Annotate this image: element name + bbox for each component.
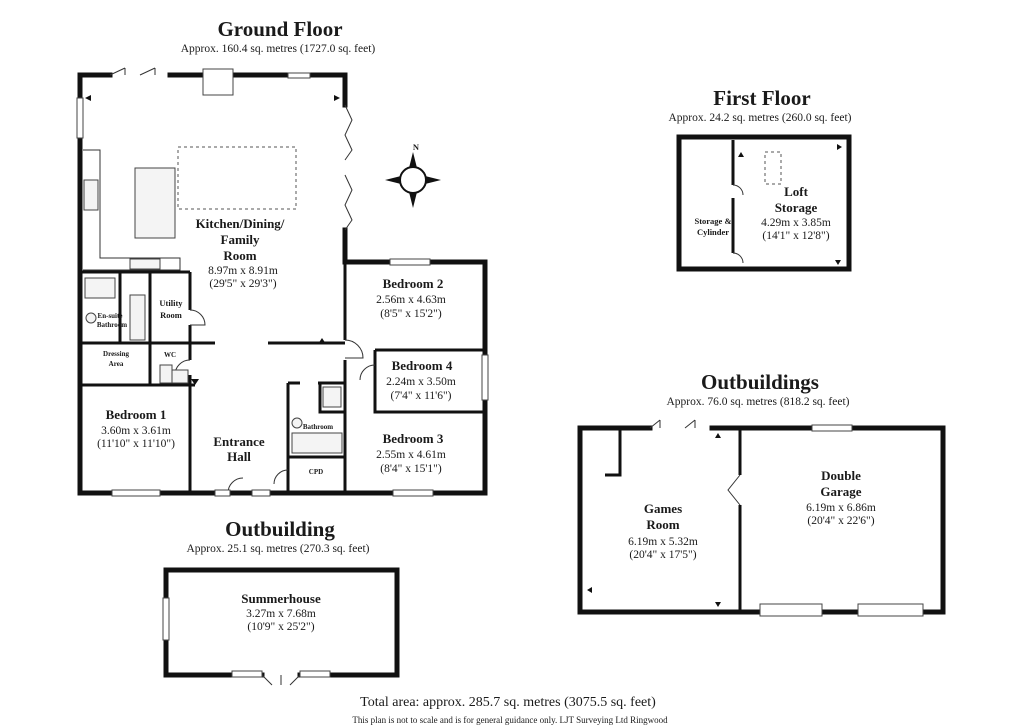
garage-dim-m: 6.19m x 6.86m <box>806 502 876 514</box>
summerhouse-dim-m: 3.27m x 7.68m <box>246 608 316 620</box>
storage-label-2: Cylinder <box>697 227 729 237</box>
compass-icon: N <box>385 142 441 208</box>
bedroom3-dim-m: 2.55m x 4.61m <box>376 449 446 461</box>
ground-floor-plan <box>76 67 489 497</box>
wc-label: WC <box>164 351 176 359</box>
loft-dim-ft: (14'1" x 12'8") <box>762 230 829 242</box>
garage-name-1: Double <box>821 468 861 483</box>
outbuildings-area: Approx. 76.0 sq. metres (818.2 sq. feet) <box>666 396 849 408</box>
kitchen-dim-m: 8.97m x 8.91m <box>208 265 278 277</box>
loft-name-2: Storage <box>775 200 818 215</box>
summerhouse-name: Summerhouse <box>241 591 321 606</box>
kitchen-name-2: Family <box>221 232 260 247</box>
utility-label-1: Utility <box>159 298 183 308</box>
kitchen-dim-ft: (29'5" x 29'3") <box>209 278 276 290</box>
dressing-label-1: Dressing <box>103 350 129 358</box>
ground-floor-area: Approx. 160.4 sq. metres (1727.0 sq. fee… <box>181 43 376 55</box>
direction-markers <box>85 95 340 385</box>
outbuildings-plan <box>577 419 946 617</box>
entrance-name-2: Hall <box>227 449 251 464</box>
utility-label-2: Room <box>160 310 182 320</box>
bedroom1-dim-ft: (11'10" x 11'10") <box>97 438 175 450</box>
bedroom3-name: Bedroom 3 <box>383 431 444 446</box>
first-floor-title: First Floor <box>713 86 810 110</box>
ground-floor-title: Ground Floor <box>217 17 342 41</box>
loft-name-1: Loft <box>784 184 809 199</box>
loft-dim-m: 4.29m x 3.85m <box>761 217 831 229</box>
disclaimer-note: This plan is not to scale and is for gen… <box>352 715 668 725</box>
first-floor-plan <box>676 134 852 272</box>
first-floor-area: Approx. 24.2 sq. metres (260.0 sq. feet) <box>668 112 851 124</box>
outbuilding-title: Outbuilding <box>225 517 335 541</box>
games-name-1: Games <box>644 501 682 516</box>
entrance-name-1: Entrance <box>213 434 265 449</box>
games-dim-ft: (20'4" x 17'5") <box>629 549 696 561</box>
dressing-label-2: Area <box>109 360 124 368</box>
garage-dim-ft: (20'4" x 22'6") <box>807 515 874 527</box>
bedroom3-dim-ft: (8'4" x 15'1") <box>380 463 442 475</box>
games-name-2: Room <box>646 517 679 532</box>
ensuite-label-2: Bathroom <box>97 321 127 329</box>
kitchen-name-1: Kitchen/Dining/ <box>196 216 285 231</box>
ensuite-label-1: En-suite <box>98 312 123 320</box>
bedroom2-dim-m: 2.56m x 4.63m <box>376 294 446 306</box>
bedroom1-dim-m: 3.60m x 3.61m <box>101 425 171 437</box>
outbuilding-area: Approx. 25.1 sq. metres (270.3 sq. feet) <box>186 543 369 555</box>
bedroom4-dim-ft: (7'4" x 11'6") <box>390 390 451 402</box>
outbuildings-title: Outbuildings <box>701 370 819 394</box>
cpd-label: CPD <box>309 468 323 476</box>
summerhouse-plan <box>162 567 400 686</box>
bathroom-label: Bathroom <box>303 423 333 431</box>
garage-name-2: Garage <box>820 484 861 499</box>
kitchen-name-3: Room <box>223 248 256 263</box>
games-dim-m: 6.19m x 5.32m <box>628 536 698 548</box>
bedroom2-dim-ft: (8'5" x 15'2") <box>380 308 442 320</box>
bedroom4-dim-m: 2.24m x 3.50m <box>386 376 456 388</box>
summerhouse-dim-ft: (10'9" x 25'2") <box>247 621 314 633</box>
total-area: Total area: approx. 285.7 sq. metres (30… <box>360 695 656 710</box>
bedroom2-name: Bedroom 2 <box>383 276 444 291</box>
storage-label-1: Storage & <box>694 216 731 226</box>
compass-north-label: N <box>413 142 420 152</box>
bedroom4-name: Bedroom 4 <box>392 358 453 373</box>
bedroom1-name: Bedroom 1 <box>106 407 167 422</box>
